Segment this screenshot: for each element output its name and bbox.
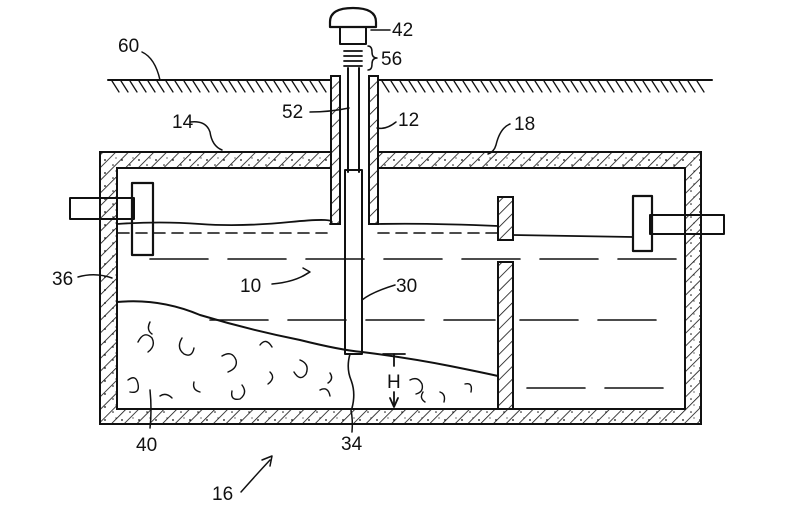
leader-sludge [149,389,152,429]
label-cap: 42 [392,20,413,41]
probe-tip-line [347,353,355,409]
label-spring: 56 [381,49,402,70]
label-outer-tube: 12 [398,110,419,131]
label-sludge: 40 [136,435,157,456]
inner-rod [347,67,360,173]
label-liquid: 36 [52,269,73,290]
label-tank-top: 18 [514,114,535,135]
tank-walls [99,151,702,425]
label-probe-tip: 34 [341,434,363,455]
leader-probe [361,284,396,301]
height-label: H [387,372,401,393]
upper-baffle [497,196,514,241]
leader-liquid [77,274,113,279]
liquid-levels [116,219,691,389]
label-probe: 30 [396,276,417,297]
outlet-pipe [631,194,725,253]
cap-knob [328,6,378,45]
label-tank: 16 [212,484,233,505]
inlet-pipe [69,181,155,257]
leader-outer-tube [376,121,397,130]
label-chamber: 10 [240,276,261,297]
leader-tank [240,459,271,493]
outer-tube-wall-right [368,75,379,225]
partition-wall [497,261,514,410]
height-indicator [382,353,406,408]
spring [343,50,363,67]
leader-chamber [271,272,309,285]
leader-tank-wall [189,120,223,151]
leader-probe-tip [350,409,354,433]
leader-lines [77,29,511,493]
leader-spring-brace [367,45,378,71]
outer-tube-wall-left [330,75,341,225]
leader-inner-rod [309,107,350,113]
ground-surface [107,79,713,93]
probe [344,169,363,355]
label-tank-wall: 14 [172,112,194,133]
leader-ground [141,51,161,81]
sludge-layer [116,300,499,403]
leader-tank-top [487,123,511,155]
label-inner-rod: 52 [282,102,303,123]
label-ground: 60 [118,36,139,57]
